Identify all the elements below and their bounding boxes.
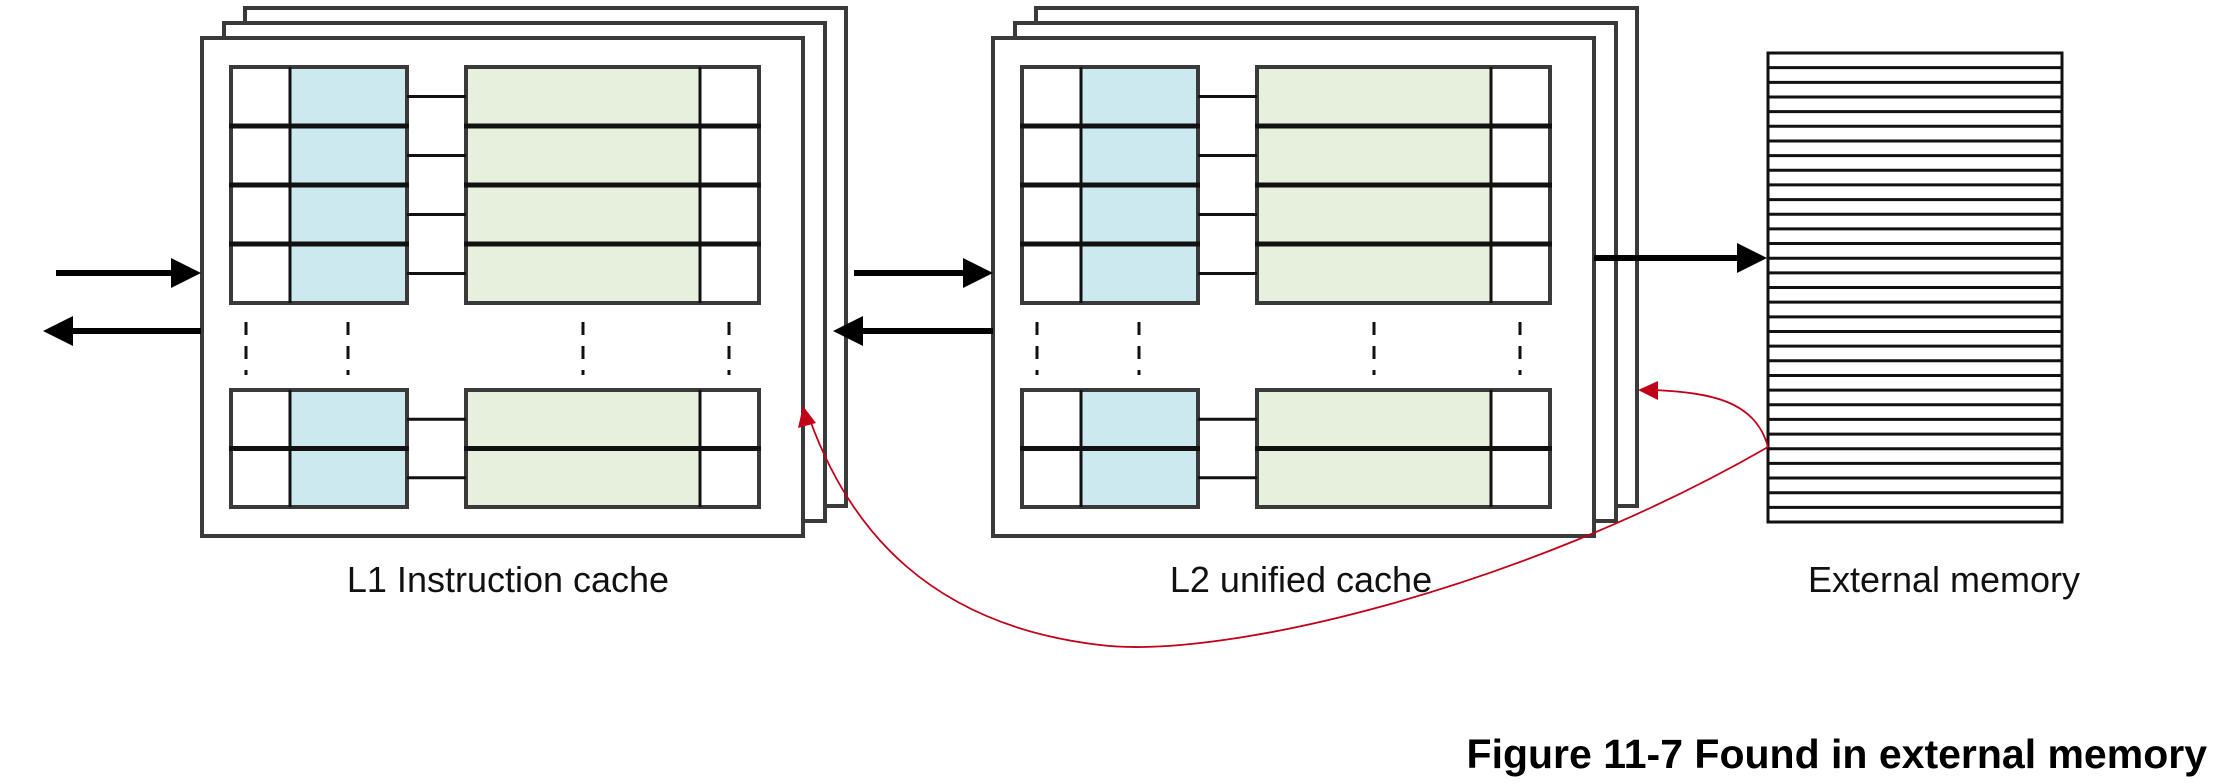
l2-label: L2 unified cache [1170, 559, 1432, 600]
external-memory-label: External memory [1808, 559, 2080, 600]
figure-caption: Figure 11-7 Found in external memory [1467, 731, 2208, 777]
l1-instruction-cache [200, 6, 848, 538]
external-memory [1766, 51, 2064, 524]
l2-fill-arrowhead [1638, 381, 1658, 400]
fill-paths [798, 381, 1769, 648]
l2-to-memory-arrow-head [1737, 243, 1767, 273]
l2-unified-cache [991, 6, 1639, 538]
l1-to-l2-arrow-head [963, 258, 993, 288]
cpu-to-l1-arrow-head [171, 258, 201, 288]
memory-to-l2-fill-path [1654, 389, 1769, 448]
l1-label: L1 Instruction cache [347, 559, 669, 600]
data-flow-arrows [43, 243, 1767, 346]
l1-to-cpu-arrow-head [43, 316, 73, 346]
l1-fill-arrowhead [798, 406, 816, 428]
memory-to-l1-fill-path [809, 419, 1769, 648]
l2-to-l1-arrow-head [833, 316, 863, 346]
